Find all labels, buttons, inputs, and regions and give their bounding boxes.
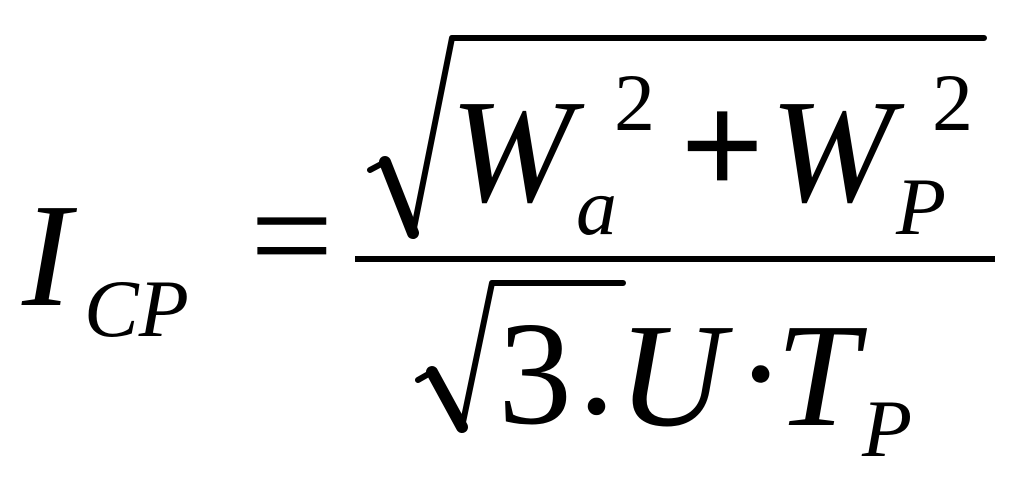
active-power-subscript: a: [576, 161, 617, 252]
equals-sign: =: [250, 154, 334, 318]
voltage-symbol: U: [618, 294, 725, 458]
numerator-radical-icon: [367, 35, 987, 239]
dot-operator: .: [578, 282, 615, 446]
reactive-power-symbol: W: [770, 70, 894, 234]
reactive-power-subscript: P: [896, 161, 947, 252]
time-subscript: P: [862, 383, 913, 474]
active-power-symbol: W: [450, 70, 574, 234]
current-subscript: CP: [84, 263, 189, 354]
reactive-power-exponent: 2: [932, 57, 973, 148]
radicand-three: 3: [498, 292, 572, 456]
active-power-exponent: 2: [614, 57, 655, 148]
current-symbol: I: [22, 174, 72, 338]
multiply-dot: ·: [736, 292, 786, 456]
denominator-radical-icon: [415, 280, 626, 433]
plus-sign: +: [680, 64, 765, 228]
time-symbol: T: [776, 294, 859, 458]
